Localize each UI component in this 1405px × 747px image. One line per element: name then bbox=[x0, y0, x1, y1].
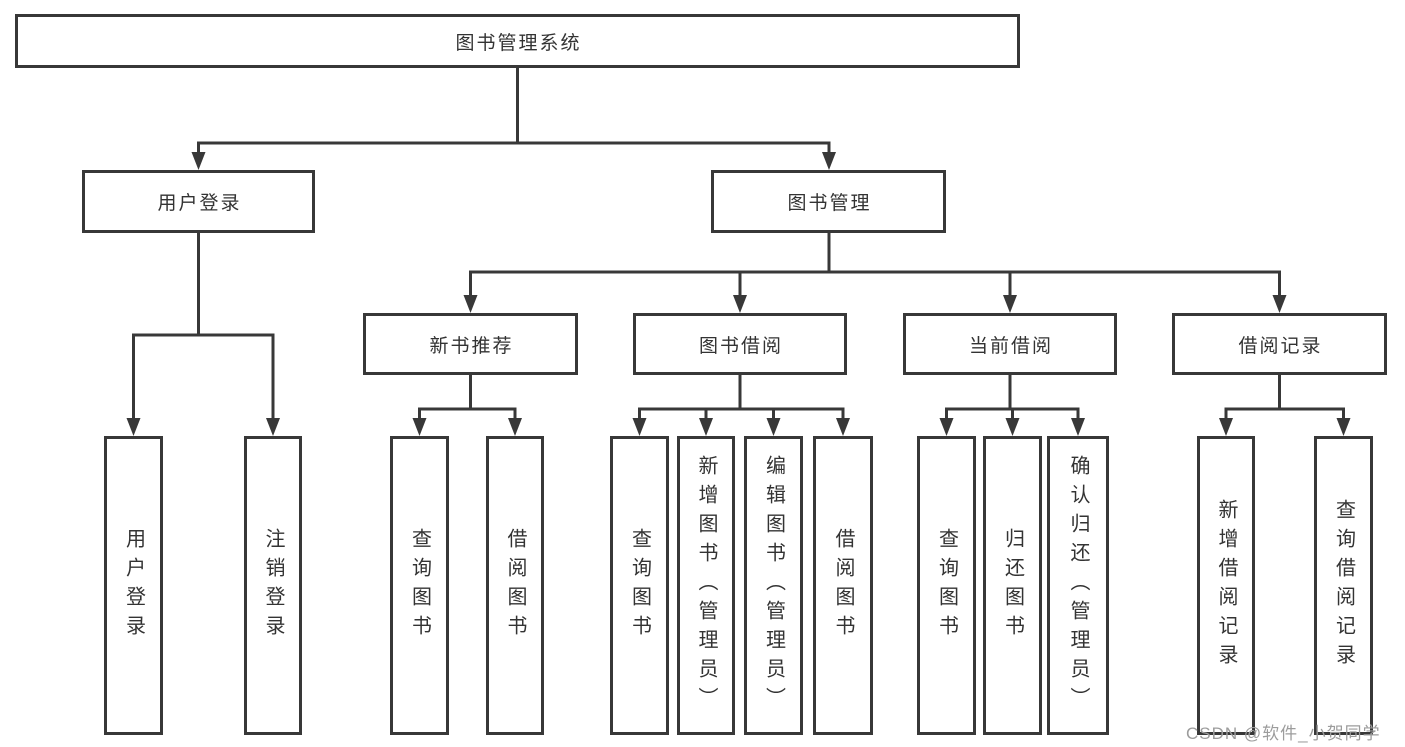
node-leaf-query-borrow-record: 查询借阅记录 bbox=[1314, 436, 1373, 735]
node-label-book-management: 图书管理 bbox=[787, 193, 872, 214]
node-root: 图书管理系统 bbox=[15, 14, 1020, 68]
node-leaf-logout: 注销登录 bbox=[244, 436, 302, 735]
node-leaf-query-book-3: 查询图书 bbox=[917, 436, 976, 735]
node-label-leaf-query-borrow-record: 查询借阅记录 bbox=[1332, 498, 1355, 673]
arrowhead-icon bbox=[1003, 295, 1017, 313]
node-label-root: 图书管理系统 bbox=[455, 32, 582, 54]
node-label-leaf-add-book: 新增图书（管理员） bbox=[695, 455, 717, 716]
node-label-leaf-query-book-1: 查询图书 bbox=[408, 527, 431, 644]
arrowhead-icon bbox=[266, 418, 280, 436]
arrowhead-icon bbox=[1272, 295, 1287, 313]
node-leaf-borrow-book-2: 借阅图书 bbox=[813, 436, 873, 735]
arrowhead-icon bbox=[191, 152, 206, 170]
node-leaf-edit-book: 编辑图书（管理员） bbox=[744, 436, 803, 735]
node-label-current-borrow: 当前借阅 bbox=[968, 335, 1053, 357]
arrowhead-icon bbox=[699, 418, 713, 436]
connector-book-mgmt-to-level3 bbox=[463, 231, 1287, 313]
node-leaf-add-book: 新增图书（管理员） bbox=[677, 436, 735, 735]
node-label-user-login-module: 用户登录 bbox=[157, 193, 242, 214]
node-leaf-user-login: 用户登录 bbox=[104, 436, 163, 735]
node-leaf-borrow-book-1: 借阅图书 bbox=[486, 436, 544, 735]
arrowhead-icon bbox=[836, 418, 850, 436]
connector-records-to-leaves bbox=[1219, 373, 1351, 436]
node-label-leaf-return-book: 归还图书 bbox=[1001, 527, 1024, 644]
node-label-borrow-records: 借阅记录 bbox=[1238, 335, 1323, 357]
arrowhead-icon bbox=[632, 418, 647, 436]
node-label-new-book-recommend: 新书推荐 bbox=[429, 335, 514, 357]
arrowhead-icon bbox=[766, 418, 781, 436]
arrowhead-icon bbox=[1219, 418, 1233, 436]
node-leaf-return-book: 归还图书 bbox=[983, 436, 1042, 735]
node-leaf-query-book-1: 查询图书 bbox=[390, 436, 449, 735]
arrowhead-icon bbox=[1071, 418, 1085, 436]
node-label-leaf-borrow-book-2: 借阅图书 bbox=[832, 527, 854, 644]
arrowhead-icon bbox=[939, 418, 954, 436]
node-label-leaf-confirm-return: 确认归还（管理员） bbox=[1067, 455, 1089, 716]
node-leaf-confirm-return: 确认归还（管理员） bbox=[1047, 436, 1109, 735]
arrowhead-icon bbox=[412, 418, 427, 436]
node-leaf-query-book-2: 查询图书 bbox=[610, 436, 669, 735]
connector-current-borrow-to-leaves bbox=[939, 373, 1085, 436]
arrowhead-icon bbox=[126, 418, 141, 436]
node-leaf-add-borrow-record: 新增借阅记录 bbox=[1197, 436, 1255, 735]
arrowhead-icon bbox=[508, 418, 522, 436]
connector-book-borrow-to-leaves bbox=[632, 373, 850, 436]
node-new-book-recommend: 新书推荐 bbox=[363, 313, 578, 375]
arrowhead-icon bbox=[822, 152, 836, 170]
node-current-borrow: 当前借阅 bbox=[903, 313, 1117, 375]
connector-user-login-to-leaves bbox=[126, 231, 280, 436]
node-label-leaf-query-book-3: 查询图书 bbox=[935, 527, 958, 644]
node-label-book-borrow: 图书借阅 bbox=[698, 335, 783, 357]
csdn-watermark: CSDN @软件_小贺同学 bbox=[1186, 724, 1381, 743]
node-label-leaf-user-login: 用户登录 bbox=[122, 527, 145, 644]
node-borrow-records: 借阅记录 bbox=[1172, 313, 1387, 375]
node-user-login-module: 用户登录 bbox=[82, 170, 315, 233]
node-label-leaf-add-borrow-record: 新增借阅记录 bbox=[1215, 498, 1237, 673]
arrowhead-icon bbox=[733, 295, 747, 313]
node-book-management: 图书管理 bbox=[711, 170, 946, 233]
node-label-leaf-query-book-2: 查询图书 bbox=[628, 527, 651, 644]
node-label-leaf-edit-book: 编辑图书（管理员） bbox=[762, 455, 785, 716]
arrowhead-icon bbox=[1336, 418, 1351, 436]
connector-root-to-level2 bbox=[191, 66, 836, 170]
arrowhead-icon bbox=[1005, 418, 1020, 436]
node-label-leaf-borrow-book-1: 借阅图书 bbox=[504, 527, 526, 644]
node-book-borrow: 图书借阅 bbox=[633, 313, 847, 375]
arrowhead-icon bbox=[463, 295, 478, 313]
node-label-leaf-logout: 注销登录 bbox=[262, 527, 284, 644]
connector-new-book-to-leaves bbox=[412, 373, 522, 436]
